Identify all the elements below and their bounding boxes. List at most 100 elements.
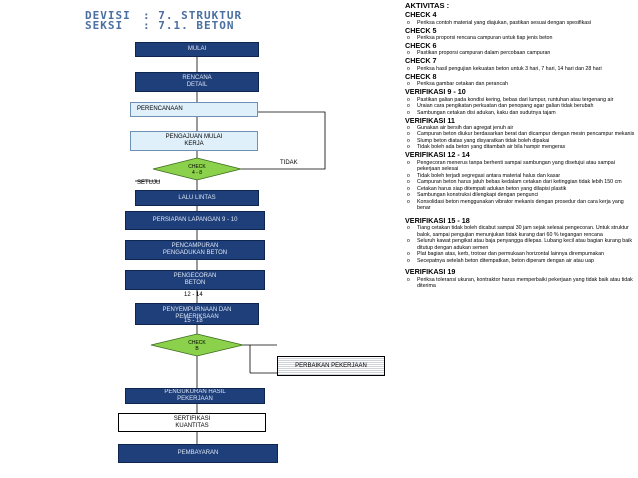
bullet-icon: o [407,179,410,186]
list-item-text: Sambungan konstruksi dilengkapi dengan p… [417,192,539,199]
rework-box: PERBAIKAN PEKERJAAN [277,356,385,376]
bullet-icon: o [407,34,410,41]
planning-box: PERENCANAAN [130,102,258,117]
measurement-box: PENGUKURAN HASIL PEKERJAAN [125,388,265,404]
list-item-text: Cetakan harus siap ditempati adukan beto… [417,185,567,192]
mixing-box: PENCAMPURAN PENGADUKAN BETON [125,240,265,260]
work-request-box: PENGAJUAN MULAI KERJA [130,131,258,151]
list-item-text: Konsolidasi beton menggunakan vibrator m… [417,198,624,212]
bullet-icon: o [407,65,410,72]
decision-check-b [150,333,244,357]
section-label: SEKSI [85,19,124,32]
finishing-label: PENYEMPURNAAN DAN PEMERIKSAAN [162,307,232,320]
mixing-label: PENCAMPURAN PENGADUKAN BETON [162,243,228,256]
no-label: TIDAK [280,160,298,166]
list-item: o Tidak boleh ada beton yang ditambah air… [405,144,637,151]
payment-label: PEMBAYARAN [177,450,219,456]
list-item: o Campuran beton diukur berdasarkan berat… [405,131,637,138]
list-item: o Cetakan harus siap ditempati adukan bet… [405,186,637,193]
bullet-icon: o [407,185,410,192]
bullet-icon: o [407,276,410,283]
bullet-icon: o [407,131,410,138]
bullet-icon: o [407,124,410,131]
section-heading: VERIFIKASI 19 [405,267,456,277]
list-item-text: Tidak boleh terjadi segregasi antara mat… [417,172,561,179]
detailed-plan-box: RENCANA DETAIL [135,72,259,92]
casting-label: PENGECORAN BETON [173,273,217,286]
bullet-icon: o [407,144,410,151]
section-heading: CHECK 8 [405,71,437,81]
list-item: o Secepatnya setelah beton ditempatkan, b… [405,258,637,265]
list-item: o Pastikan galian pada kondisi kering, be… [405,97,637,104]
list-item-text: Periksa proporsi rencana campuran untuk … [417,34,553,41]
division-label: DEVISI [85,9,131,22]
list-item-text: Pastikan galian pada kondisi kering, beb… [417,96,614,103]
list-item-text: Secepatnya setelah beton ditempatkan, be… [417,257,594,264]
activities-title: AKTIVITAS : [405,1,450,10]
list-item-text: Gunakan air bersih dan agregat jenuh air [417,124,514,131]
measurement-label: PENGUKURAN HASIL PEKERJAAN [164,389,226,402]
planning-label: PERENCANAAN [137,106,183,112]
list-item-text: Slump beton diatas yang disyaratkan tida… [417,137,550,144]
site-preparation-label: PERSIAPAN LAPANGAN 9 - 10 [152,217,238,223]
bullet-icon: o [407,192,410,199]
list-item: o Plat bagian atas, kerb, trotoar dan per… [405,251,637,258]
bullet-icon: o [407,257,410,264]
bullet-icon: o [407,96,410,103]
list-item: o Gunakan air bersih dan agregat jenuh ai… [405,125,637,132]
payment-box: PEMBAYARAN [118,444,278,463]
check-b-label: CHECK B [188,340,206,352]
check-4-8-label: CHECK 4 - 8 [188,164,206,176]
list-item: o Konsolidasi beton menggunakan vibrator … [405,199,637,212]
bullet-icon: o [407,19,410,26]
list-item-text: Tidak boleh ada beton yang ditambah air … [417,144,566,151]
list-item: o Slump beton diatas yang disyaratkan tid… [405,138,637,145]
list-item-text: Periksa toleransi ukuran, kontraktor har… [417,276,633,290]
bullet-icon: o [407,137,410,144]
bullet-icon: o [407,50,410,57]
section-heading: CHECK 4 [405,10,437,20]
approve-label: SETUJU [137,180,161,186]
section-heading: VERIFIKASI 11 [405,115,455,125]
list-item-text: Uraian cara pengikatan perkuatan dan pen… [417,103,594,110]
section-heading: VERIFIKASI 12 - 14 [405,150,470,160]
section-heading: VERIFIKASI 9 - 10 [405,87,466,97]
list-item-text: Campuran beton diukur berdasarkan berat … [417,131,635,138]
list-item-text: Tiang cetakan tidak boleh dicabut sampai… [417,225,629,238]
bullet-icon: o [407,109,410,116]
bullet-icon: o [407,172,410,179]
rework-label: PERBAIKAN PEKERJAAN [295,362,367,369]
list-item: o Periksa toleransi ukuran, kontraktor ha… [405,277,637,290]
bullet-icon: o [407,225,410,232]
step-12-14-label: 12 - 14 [184,292,203,298]
list-item-text: Periksa contoh material yang diajukan, p… [417,19,592,26]
list-item-text: Periksa hasil pengujian kekuatan beton u… [417,65,602,72]
traffic-box: LALU LINTAS [135,190,259,206]
division-value: : 7. STRUKTUR [143,9,243,22]
section-heading: CHECK 6 [405,40,437,50]
site-preparation-box: PERSIAPAN LAPANGAN 9 - 10 [125,211,265,230]
traffic-label: LALU LINTAS [178,194,216,201]
bullet-icon: o [407,81,410,88]
section-heading: CHECK 7 [405,56,437,66]
start-label: MULAI [187,46,207,52]
section-heading: VERIFIKASI 15 - 18 [405,215,470,225]
list-item: o Periksa contoh material yang diajukan, … [405,20,637,27]
section-value: : 7.1. BETON [143,19,235,32]
list-item: o Sambungan cetakan disi adukan, kaku dan… [405,110,637,117]
list-item-text: Pengecoran menerus tanpa berhenti sampai… [417,159,615,173]
list-item-text: Sambungan cetakan disi adukan, kaku dan … [417,109,556,116]
list-item: o Periksa hasil pengujian kekuatan beton … [405,66,637,73]
start-box: MULAI [135,42,259,57]
bullet-icon: o [407,198,410,205]
quantity-certification-label: SERTIFIKASI KUANTITAS [173,415,211,429]
casting-box: PENGECORAN BETON [125,270,265,290]
list-item: o Periksa proporsi rencana campuran untuk… [405,35,637,42]
list-item-text: Plat bagian atas, kerb, trotoar dan perm… [417,251,604,258]
bullet-icon: o [407,251,410,258]
